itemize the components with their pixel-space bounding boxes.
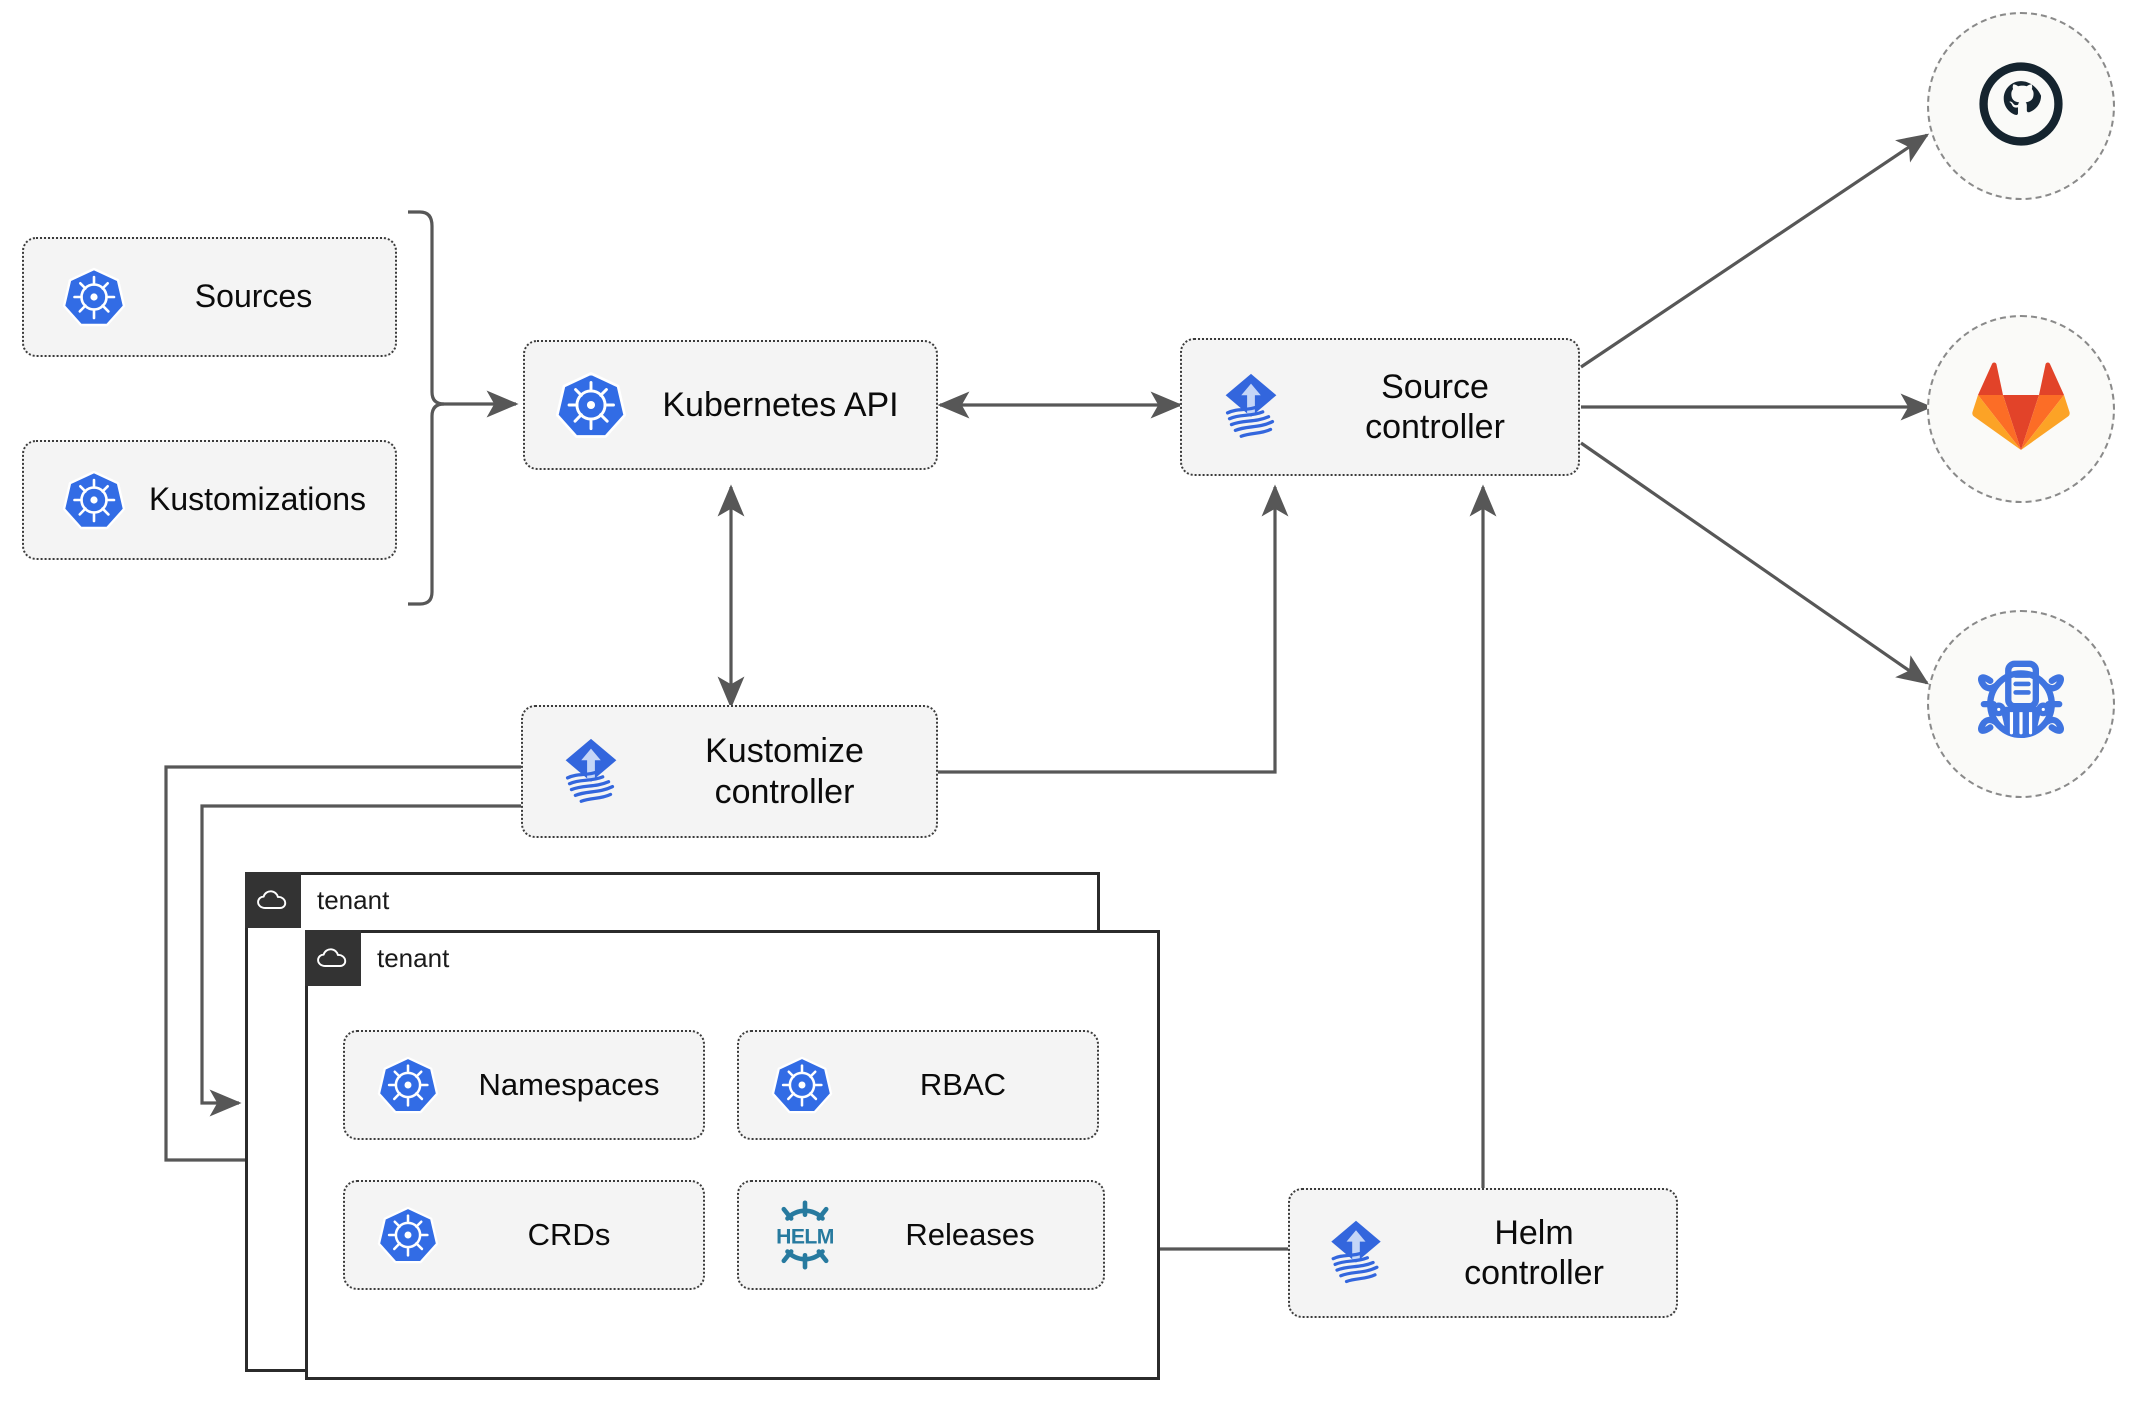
edge-kustomize-to-source-controller [938, 484, 1289, 774]
node-gitlab[interactable] [1927, 315, 2115, 503]
edge-source-controller-to-bucket [1580, 441, 1930, 685]
flux-icon [1196, 368, 1306, 446]
bucket-icon [1968, 649, 2074, 760]
edge-sources-bracket [408, 210, 445, 606]
node-namespaces-label: Namespaces [478, 1066, 660, 1102]
node-kustomize-controller-label: Kustomize controller [705, 732, 864, 811]
node-helm-controller[interactable]: Helm controller [1288, 1188, 1678, 1318]
tenant-box-inner[interactable]: tenant [305, 930, 1160, 1380]
tenant-inner-label: tenant [377, 942, 450, 973]
edge-source-controller-to-github [1580, 133, 1930, 369]
tenant-outer-header: tenant [245, 872, 389, 928]
node-kustomizations[interactable]: Kustomizations [22, 440, 397, 560]
node-crds[interactable]: CRDs [343, 1180, 705, 1290]
node-source-controller-label: Source controller [1365, 367, 1505, 446]
kubernetes-icon [46, 265, 142, 329]
gitlab-icon [1971, 360, 2071, 459]
node-kustomize-controller[interactable]: Kustomize controller [521, 705, 938, 838]
kubernetes-icon [363, 1054, 453, 1116]
node-helm-controller-label: Helm controller [1464, 1213, 1604, 1292]
svg-text:HELM: HELM [776, 1225, 834, 1248]
kubernetes-icon [363, 1204, 453, 1266]
node-namespaces[interactable]: Namespaces [343, 1030, 705, 1140]
cloud-icon [245, 872, 301, 928]
node-rbac[interactable]: RBAC [737, 1030, 1099, 1140]
node-kustomizations-label: Kustomizations [149, 481, 366, 518]
node-source-controller[interactable]: Source controller [1180, 338, 1580, 476]
kubernetes-icon [46, 468, 142, 532]
node-kubernetes-api-label: Kubernetes API [662, 385, 899, 424]
cloud-icon [305, 930, 361, 986]
helm-icon: HELM [751, 1200, 859, 1270]
node-rbac-label: RBAC [919, 1066, 1007, 1102]
flux-icon [537, 733, 645, 811]
node-crds-label: CRDs [527, 1216, 611, 1252]
flux-icon [1304, 1215, 1408, 1291]
node-kubernetes-api[interactable]: Kubernetes API [523, 340, 938, 470]
tenant-inner-header: tenant [305, 930, 449, 986]
node-bucket[interactable] [1927, 610, 2115, 798]
kubernetes-icon [541, 369, 641, 441]
node-releases[interactable]: HELM Releases [737, 1180, 1105, 1290]
github-icon [1969, 52, 2073, 161]
node-sources-label: Sources [194, 278, 313, 315]
node-releases-label: Releases [905, 1216, 1035, 1252]
tenant-outer-label: tenant [317, 884, 390, 915]
node-sources[interactable]: Sources [22, 237, 397, 357]
node-github[interactable] [1927, 12, 2115, 200]
kubernetes-icon [757, 1054, 847, 1116]
